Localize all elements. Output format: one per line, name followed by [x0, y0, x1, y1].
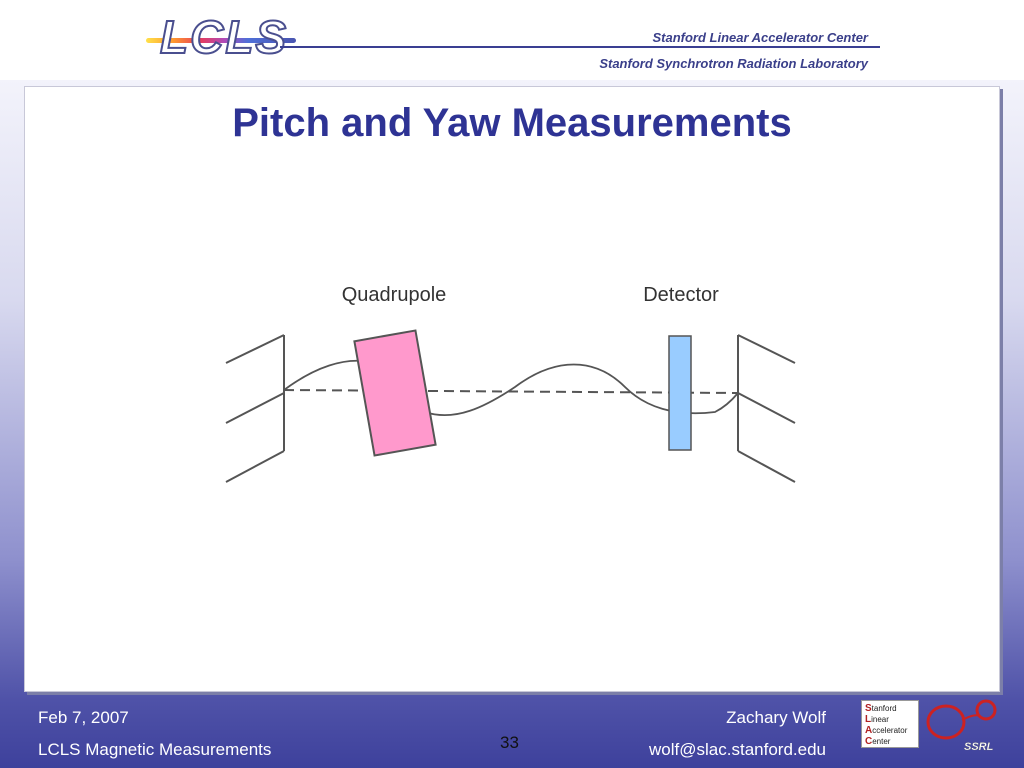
quadrupole-magnet — [353, 329, 437, 457]
org-name-slac: Stanford Linear Accelerator Center — [652, 30, 868, 45]
beam-axis-dashed — [283, 389, 739, 394]
detector-label: Detector — [643, 284, 719, 306]
left-wire-frame — [225, 334, 285, 483]
slide-header: LCLS Stanford Linear Accelerator Center … — [0, 0, 1024, 80]
ssrl-logo-text: SSRL — [964, 741, 994, 753]
lcls-logo: LCLS — [146, 10, 296, 68]
right-wire-frame — [737, 334, 796, 483]
header-divider — [280, 46, 880, 48]
footer-author: Zachary Wolf — [726, 708, 826, 727]
footer-email: wolf@slac.stanford.edu — [649, 740, 826, 759]
quadrupole-label: Quadrupole — [342, 284, 447, 306]
footer-talk-title: LCLS Magnetic Measurements — [38, 740, 272, 759]
page-number: 33 — [500, 733, 519, 752]
slac-logo: Stanford Linear Accelerator Center — [861, 700, 919, 748]
ssrl-logo: SSRL — [926, 699, 997, 753]
logo-rainbow-stripe — [146, 38, 296, 43]
detector-plate — [668, 335, 692, 451]
slide-title: Pitch and Yaw Measurements — [232, 101, 792, 145]
pitch-yaw-diagram: Quadrupole Detector — [225, 284, 796, 483]
org-name-ssrl: Stanford Synchrotron Radiation Laborator… — [599, 56, 868, 71]
lcls-logo-text: LCLS — [159, 11, 289, 63]
slide-content-panel: Pitch and Yaw Measurements Quadrupole De… — [24, 86, 1000, 692]
footer-date: Feb 7, 2007 — [38, 708, 129, 727]
